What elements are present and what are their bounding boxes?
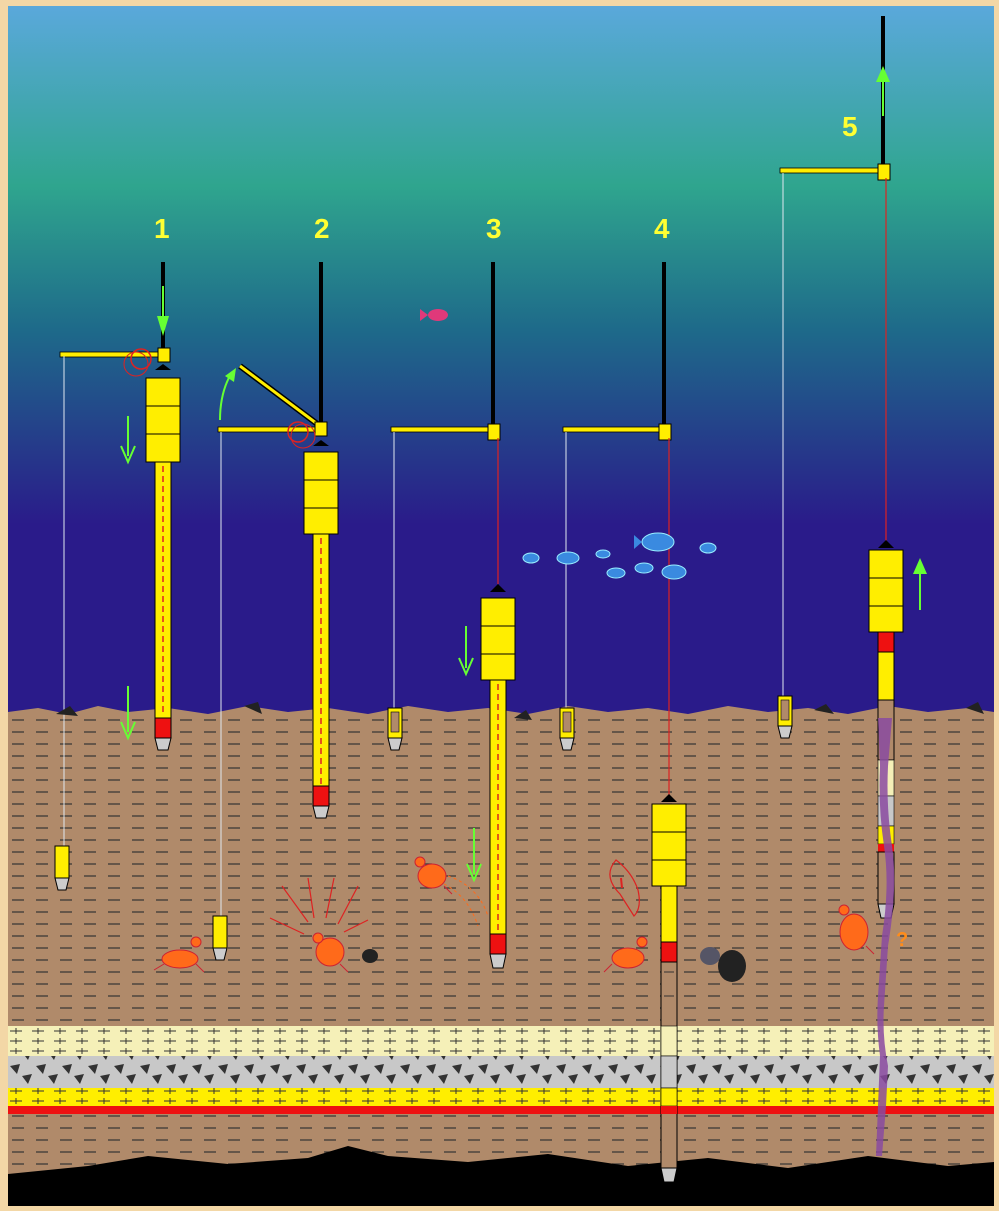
- stage-3-corer: [387, 262, 516, 969]
- stage-label-5: 5: [842, 111, 858, 142]
- weight-stack-4: [651, 803, 687, 887]
- fish-icon: [522, 552, 540, 564]
- stage-label-4: 4: [654, 213, 670, 244]
- bedrock: [8, 1146, 994, 1206]
- rock-icon: [700, 947, 720, 965]
- uncertain-mark: ?: [896, 929, 908, 951]
- arrow-down-icon: [120, 416, 136, 465]
- stage-2-corer: [212, 262, 369, 961]
- piston-corer-diagram: 1 2 3 4 5: [8, 6, 994, 1206]
- arrow-down-icon: [120, 686, 136, 741]
- rock-icon: [814, 704, 834, 714]
- crab-icon: [603, 936, 648, 973]
- fish-school: [420, 309, 717, 580]
- stage-1-corer: [54, 262, 181, 891]
- weight-stack-1: [145, 377, 181, 463]
- burrow-trace: [876, 718, 895, 1156]
- stage-label-1: 1: [154, 213, 170, 244]
- fish-icon: [595, 549, 611, 559]
- crab-icon: [153, 936, 205, 973]
- stage-5-corer: ?: [777, 16, 927, 1156]
- pilot-corer-1: [54, 845, 70, 879]
- fish-icon: [420, 309, 448, 321]
- rock-icon: [514, 710, 532, 720]
- fish-icon: [661, 564, 687, 580]
- weight-stack-3: [480, 597, 516, 681]
- crabs: [153, 856, 875, 973]
- arrow-up-icon: [913, 558, 927, 610]
- pilot-corer-2: [212, 915, 228, 949]
- rock-icon: [244, 702, 262, 714]
- rock-icon: [362, 949, 378, 963]
- fish-icon: [606, 567, 626, 579]
- fish-icon: [634, 562, 654, 574]
- fish-icon: [556, 551, 580, 565]
- crab-icon: [414, 856, 453, 895]
- layer-red: [8, 1106, 994, 1114]
- stage-4-corer: [559, 262, 687, 1183]
- stage-label-2: 2: [314, 213, 330, 244]
- arrow-down-icon: [466, 828, 482, 883]
- rock-icon: [966, 702, 984, 714]
- fish-icon: [634, 532, 675, 552]
- fish-icon: [699, 542, 717, 554]
- weight-stack-2: [303, 451, 339, 535]
- crab-icon: [312, 932, 349, 973]
- rock-icon: [718, 950, 746, 982]
- crab-icon: [838, 904, 875, 955]
- stage-label-3: 3: [486, 213, 502, 244]
- rocks: [56, 702, 984, 982]
- arrow-down-icon: [458, 626, 474, 677]
- arrow-up-icon: [876, 66, 890, 116]
- stage-labels: 1 2 3 4 5: [154, 111, 858, 244]
- rock-icon: [56, 706, 78, 716]
- weight-stack-5: [868, 549, 904, 633]
- arrow-down-icon: [157, 316, 169, 336]
